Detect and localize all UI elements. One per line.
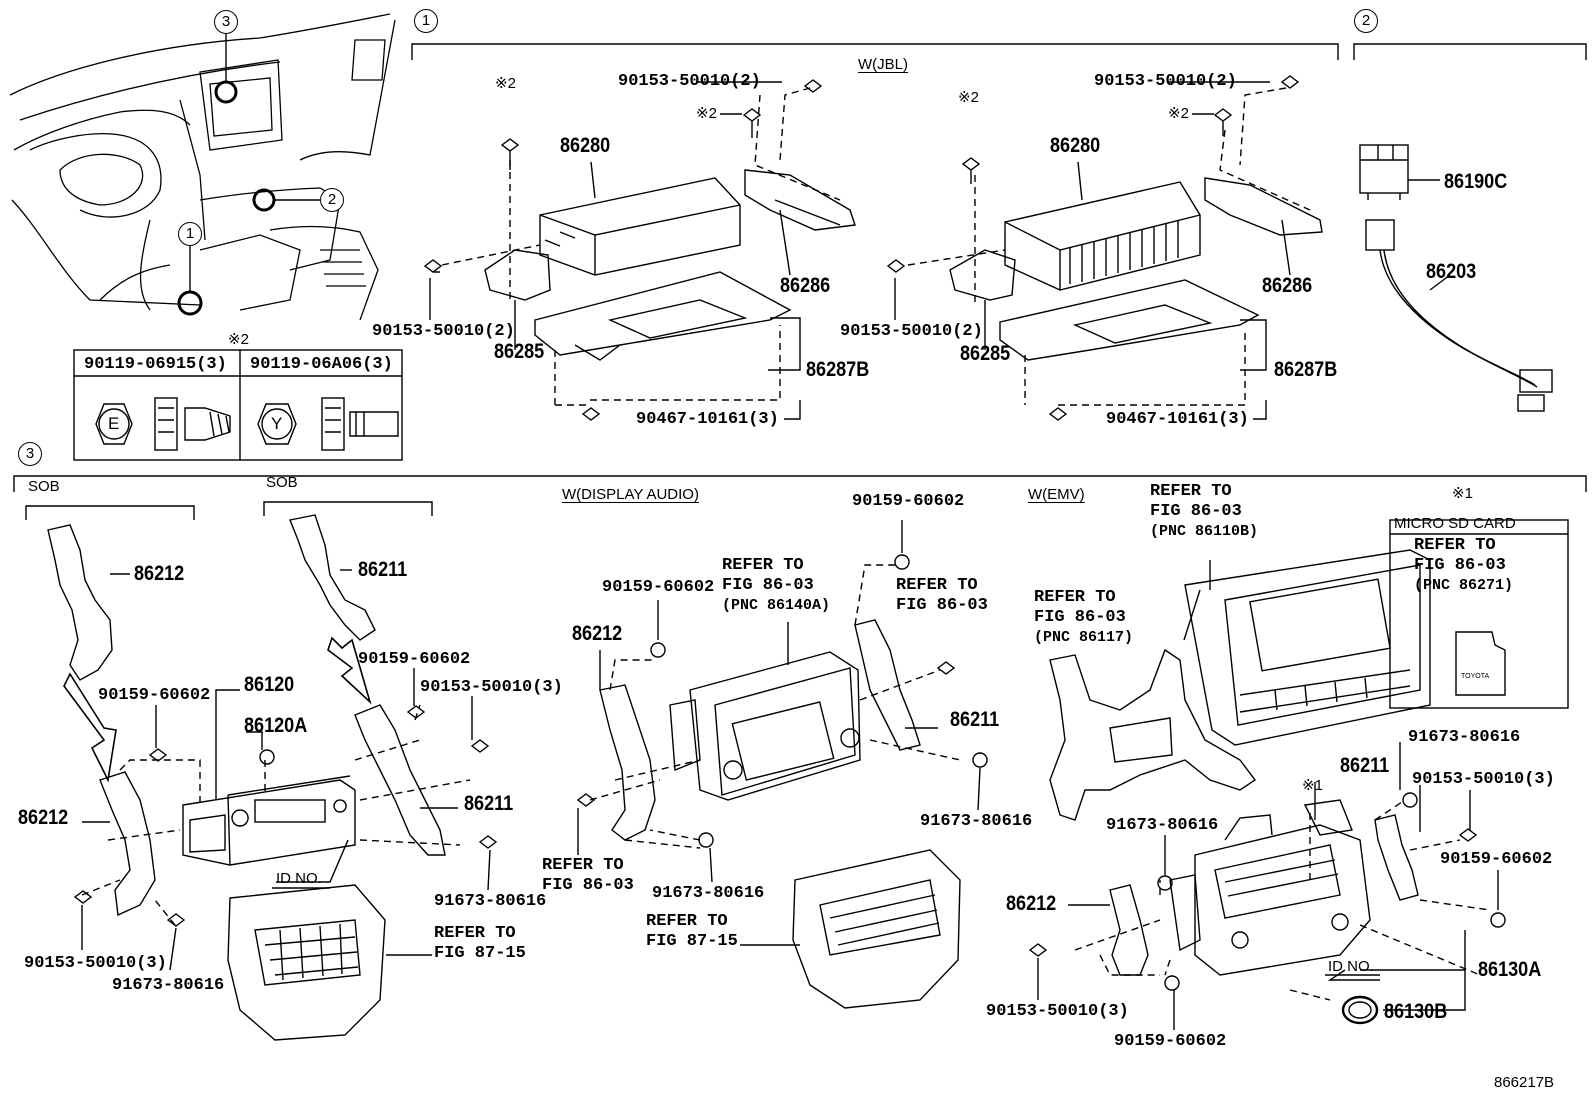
arrow-left — [63, 672, 117, 783]
id-no-label-b: ID NO. — [1328, 958, 1374, 975]
part-86285-right: 86285 — [960, 342, 1011, 365]
note-star2-a: ※2 — [495, 75, 516, 92]
hw-90153-d: 90153-50010(3) — [24, 954, 167, 973]
part-86287b-right: 86287B — [1274, 358, 1338, 381]
hw-91673-b: 91673-80616 — [112, 976, 225, 995]
dashboard-sketch — [9, 13, 396, 321]
part-86212-sob: 86212 — [134, 562, 185, 585]
hw-90467-right: 90467-10161(3) — [1106, 410, 1249, 429]
jbl-left-assembly — [423, 79, 856, 421]
hw-90153-f: 90153-50010(3) — [986, 1002, 1129, 1021]
part-86203: 86203 — [1426, 260, 1477, 283]
hw-90159-d: 90159-60602 — [852, 492, 965, 511]
emv-display — [1028, 519, 1569, 1030]
bolt-table-title: ※2 — [228, 331, 249, 348]
micro-sd-card-brand: TOYOTA — [1461, 673, 1490, 680]
jbl-right-assembly — [886, 75, 1323, 421]
part-86130b: 86130B — [1384, 1000, 1448, 1023]
hw-91673-d: 91673-80616 — [652, 884, 765, 903]
hw-90153-side-left: 90153-50010(2) — [372, 322, 515, 341]
sob-brackets — [47, 514, 376, 681]
part-86280-right: 86280 — [1050, 134, 1101, 157]
dashboard-location-1-marker: 1 — [178, 222, 202, 246]
section-3-marker: 3 — [18, 442, 42, 466]
header-display-audio: W(DISPLAY AUDIO) — [562, 486, 699, 503]
hw-91673-f: 91673-80616 — [1106, 816, 1219, 835]
hw-90159-b: 90159-60602 — [358, 650, 471, 669]
bracket-sob-right — [263, 501, 433, 516]
part-86120a: 86120A — [244, 714, 308, 737]
dashboard-location-2-marker: 2 — [320, 188, 344, 212]
bracket-section-3 — [13, 475, 1587, 492]
part-86287b-left: 86287B — [806, 358, 870, 381]
dashboard-location-3-marker: 3 — [214, 10, 238, 34]
part-86212-emv: 86212 — [1006, 892, 1057, 915]
hw-90159-e: 90159-60602 — [1440, 850, 1553, 869]
part-86280-left: 86280 — [560, 134, 611, 157]
hw-90153-e: 90153-50010(3) — [1412, 770, 1555, 789]
id-no-label-a: ID NO. — [276, 870, 322, 887]
header-emv: W(EMV) — [1028, 486, 1085, 503]
part-86120: 86120 — [244, 673, 295, 696]
hw-90153-c: 90153-50010(3) — [420, 678, 563, 697]
bolt-table-col2: 90119-06A06(3) — [250, 355, 393, 374]
figure-id: 866217B — [1494, 1074, 1555, 1091]
arrow-right — [327, 636, 372, 705]
hw-90153-top-right: 90153-50010(2) — [1094, 72, 1237, 91]
hw-91673-c: 91673-80616 — [920, 812, 1033, 831]
switch-connector — [1359, 144, 1553, 412]
note-star2-c: ※2 — [958, 89, 979, 106]
part-86130a: 86130A — [1478, 958, 1542, 981]
sd-frame — [1389, 519, 1569, 709]
bolt-mark-y: Y — [271, 414, 283, 433]
section-2-marker: 2 — [1354, 9, 1378, 33]
header-sob-left: SOB — [28, 478, 60, 495]
bolt-mark-e: E — [108, 414, 120, 433]
part-86285-left: 86285 — [494, 340, 545, 363]
bracket-section-1 — [411, 43, 1339, 60]
part-86211-radio: 86211 — [464, 792, 514, 815]
header-jbl: W(JBL) — [858, 56, 908, 73]
bracket-section-2 — [1353, 43, 1587, 60]
hw-90153-side-right: 90153-50010(2) — [840, 322, 983, 341]
hw-90159-a: 90159-60602 — [98, 686, 211, 705]
hw-91673-a: 91673-80616 — [434, 892, 547, 911]
section-1-marker: 1 — [414, 9, 438, 33]
part-86212-display: 86212 — [572, 622, 623, 645]
hw-90467-left: 90467-10161(3) — [636, 410, 779, 429]
part-86211-display: 86211 — [950, 708, 1000, 731]
part-86286-right: 86286 — [1262, 274, 1313, 297]
bolt-table-col1: 90119-06915(3) — [84, 355, 227, 374]
note-star1-b: ※1 — [1302, 777, 1323, 794]
part-86190c: 86190C — [1444, 170, 1508, 193]
part-86211-sob: 86211 — [358, 558, 408, 581]
display-audio-unit — [576, 520, 988, 1009]
micro-sd-header: MICRO SD CARD — [1394, 515, 1516, 532]
bolt-table — [73, 349, 403, 461]
note-star2-d: ※2 — [1168, 105, 1189, 122]
header-sob-right: SOB — [266, 474, 298, 491]
bracket-sob-left — [25, 505, 195, 520]
note-star2-b: ※2 — [696, 105, 717, 122]
hw-90153-top-left: 90153-50010(2) — [618, 72, 761, 91]
part-86286-left: 86286 — [780, 274, 831, 297]
radio-unit-86120 — [73, 668, 498, 1041]
hw-90159-c: 90159-60602 — [602, 578, 715, 597]
part-86211-emv: 86211 — [1340, 754, 1390, 777]
hw-91673-e: 91673-80616 — [1408, 728, 1521, 747]
note-star1: ※1 — [1452, 485, 1473, 502]
part-86212-radio: 86212 — [18, 806, 69, 829]
hw-90159-f: 90159-60602 — [1114, 1032, 1227, 1051]
